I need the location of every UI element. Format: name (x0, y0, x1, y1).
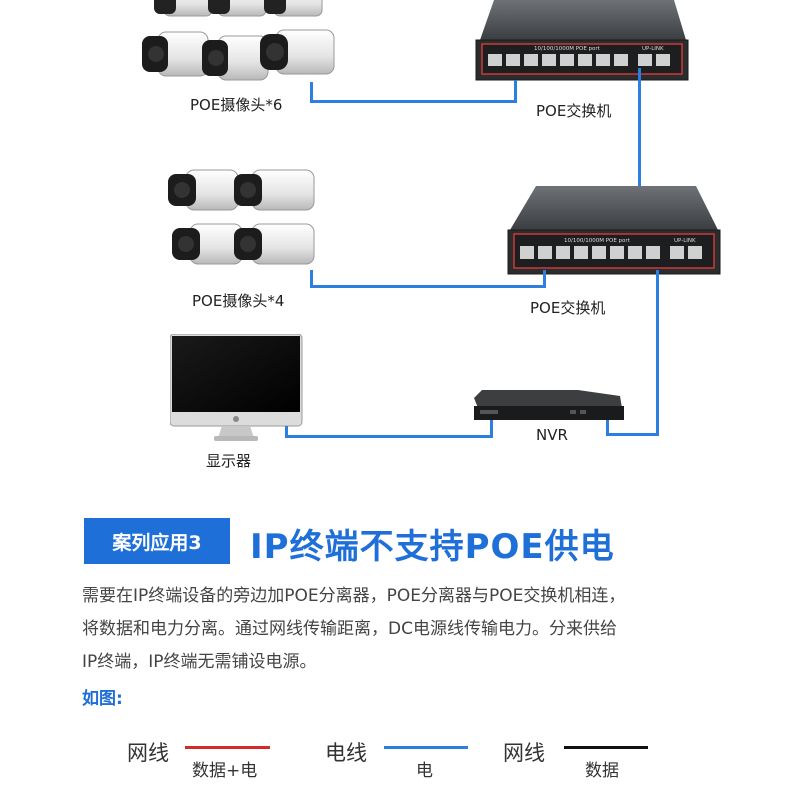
legend-line-red (185, 746, 270, 749)
nvr-label: NVR (536, 426, 568, 444)
legend-line-blue (384, 746, 468, 749)
camera-group-2-icon (168, 169, 315, 265)
wire-switch2-vertical-left (543, 270, 546, 288)
poe-switch-1-icon: 10/100/1000M POE port UP-LINK (475, 0, 689, 81)
wire-switch2-to-nvr (606, 433, 659, 436)
case-badge: 案列应用3 (84, 518, 230, 564)
wire-monitor-to-nvr (285, 435, 493, 438)
legend-sub-3: 数据 (585, 761, 619, 781)
wire-switch1-to-switch2 (638, 68, 641, 188)
wire-switch1-vertical (514, 80, 517, 102)
svg-text:10/100/1000M POE port: 10/100/1000M POE port (534, 46, 601, 52)
wire-cam1-vertical (310, 82, 313, 102)
svg-text:UP-LINK: UP-LINK (642, 46, 664, 52)
wire-cam2-vertical (310, 270, 313, 288)
figure-label: 如图: (82, 689, 123, 709)
camera-group-1-icon (142, 0, 335, 81)
paragraph-line-3: IP终端，IP终端无需铺设电源。 (82, 652, 317, 672)
legend-sub-2: 电 (416, 761, 433, 781)
poe-switch-2-icon: 10/100/1000M POE port UP-LINK (507, 186, 721, 275)
wire-monitor-vertical (285, 426, 288, 438)
svg-text:UP-LINK: UP-LINK (674, 238, 696, 244)
legend-sub-1: 数据+电 (192, 761, 258, 781)
poe-switch-2-label: POE交换机 (530, 299, 606, 317)
svg-text:10/100/1000M POE port: 10/100/1000M POE port (564, 238, 631, 244)
wire-switch2-down (656, 270, 659, 436)
paragraph-line-2: 将数据和电力分离。通过网线传输距离，DC电源线传输电力。分来供给 (82, 619, 617, 639)
camera-group-2-label: POE摄像头*4 (192, 292, 285, 310)
paragraph-line-1: 需要在IP终端设备的旁边加POE分离器，POE分离器与POE交换机相连， (82, 586, 626, 606)
camera-group-1-label: POE摄像头*6 (190, 96, 283, 114)
poe-switch-1-label: POE交换机 (536, 102, 612, 120)
legend-word-3: 网线 (503, 741, 545, 765)
legend-word-1: 网线 (127, 741, 169, 765)
wire-cam2-horizontal (310, 285, 546, 288)
legend-line-black (564, 746, 648, 749)
wire-cam1-horizontal (310, 100, 517, 103)
wire-nvr-right-stub (606, 420, 609, 436)
monitor-icon (170, 334, 303, 441)
monitor-label: 显示器 (206, 452, 252, 470)
legend-word-2: 电线 (325, 741, 367, 765)
case-title: IP终端不支持POE供电 (250, 527, 615, 567)
wire-nvr-left-stub (490, 420, 493, 438)
nvr-icon (474, 390, 624, 420)
case-paragraph: 需要在IP终端设备的旁边加POE分离器，POE分离器与POE交换机相连， 将数据… (82, 580, 742, 679)
